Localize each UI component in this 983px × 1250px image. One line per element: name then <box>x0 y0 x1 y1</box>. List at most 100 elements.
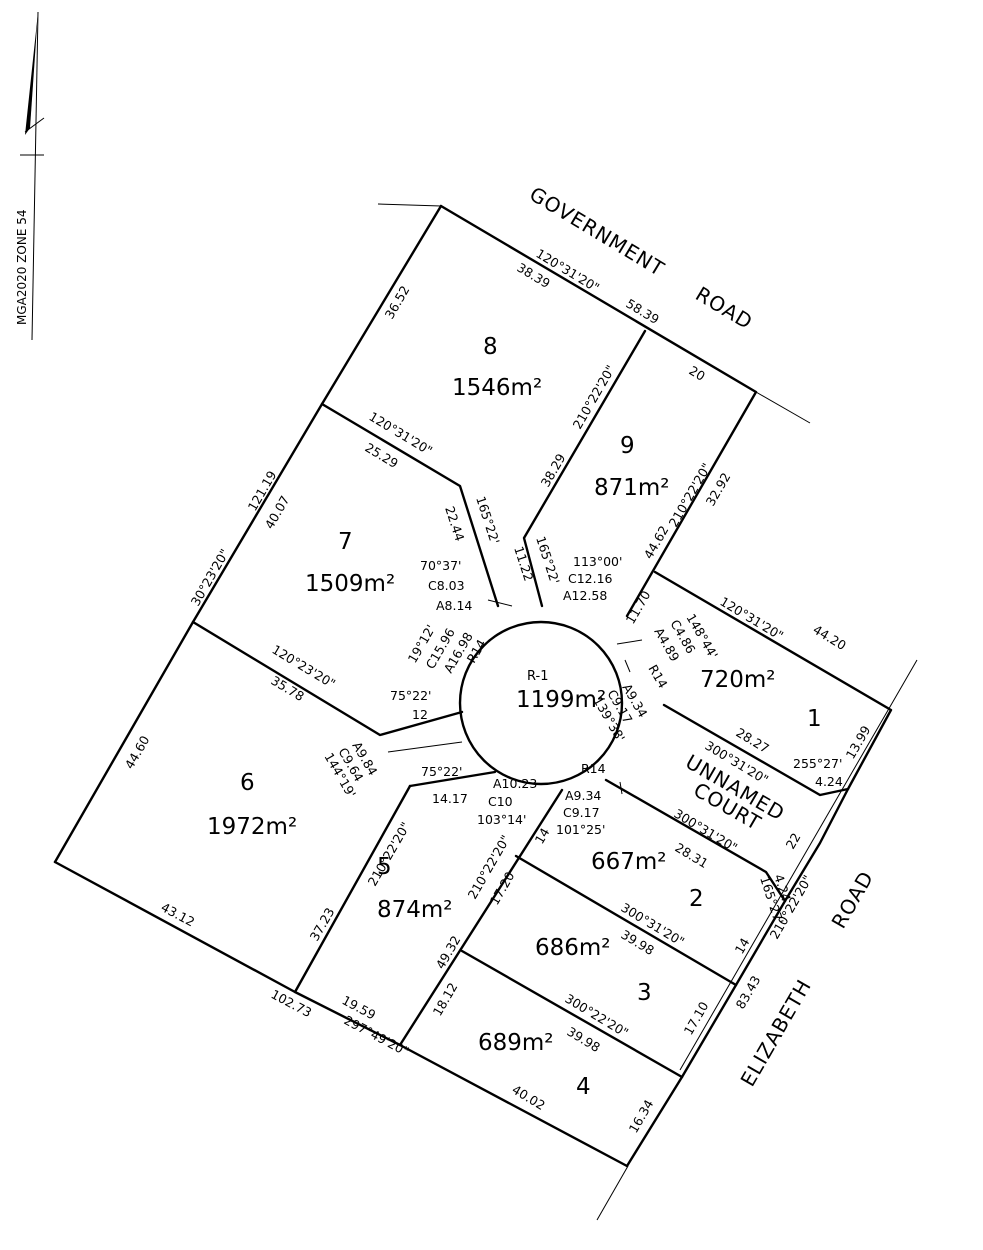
lot8-west-dist: 36.52 <box>382 283 413 322</box>
lot-1-area: 720m² <box>700 667 776 693</box>
lot4-east-dist: 16.34 <box>626 1097 657 1136</box>
lot-7-8-boundary <box>320 402 500 608</box>
lot1-corner-bearing: 255°27' <box>793 756 842 771</box>
west-bearing: 30°23'20" <box>188 546 233 608</box>
arc2-chord: C9.17 <box>563 805 600 820</box>
arc7-arc: A8.14 <box>436 598 472 613</box>
radius-label-1: R14 <box>645 662 670 691</box>
gov-dist-20: 20 <box>686 363 707 384</box>
lot5-6-angle: 75°22' <box>421 764 463 779</box>
lot1-north-dist: 44.20 <box>810 622 848 653</box>
government-road-suffix: ROAD <box>691 282 757 335</box>
lot5-north-dist: 14.17 <box>432 791 468 806</box>
lot1-corner-dist: 4.24 <box>815 774 843 789</box>
lot-3-area: 686m² <box>535 935 611 961</box>
lot-7-area: 1509m² <box>305 571 395 597</box>
lot2-north-dist: 28.31 <box>672 840 710 871</box>
government-road-west-line <box>377 203 442 207</box>
reserve-number: R-1 <box>527 669 548 684</box>
elizabeth-road-boundary <box>625 787 850 1168</box>
arc5-chord: C10 <box>488 794 513 809</box>
south-boundary <box>53 860 629 1168</box>
lot8-9-bearing: 210°22'20" <box>570 362 619 431</box>
elizabeth-total: 83.43 <box>733 973 764 1012</box>
lot-1-boundary <box>653 570 893 797</box>
lot-5-east-boundary <box>398 788 564 1047</box>
lot4-5-dist: 18.12 <box>430 980 461 1019</box>
lot-1-number: 1 <box>807 706 822 732</box>
lot-7-number: 7 <box>338 529 353 555</box>
south-43-12: 43.12 <box>159 899 198 929</box>
datum-label: MGA2020 ZONE 54 <box>15 209 29 325</box>
elizabeth-14: 14 <box>732 935 753 956</box>
lot-9-north-east-boundary <box>439 204 758 618</box>
lot-2-3-boundary <box>514 854 738 987</box>
lot9-1-dist: 11.70 <box>623 588 654 627</box>
south-bearing: 297°49'20" <box>342 1012 412 1059</box>
lot3-east-dist: 17.10 <box>681 999 712 1038</box>
reserve-area: 1199m² <box>516 687 606 713</box>
lot-6-number: 6 <box>240 770 255 796</box>
lot-6-7-boundary <box>191 620 464 737</box>
north-arrow-tick <box>24 117 45 133</box>
lot-5-6-boundary <box>293 784 412 994</box>
lot-4-area: 689m² <box>478 1030 554 1056</box>
lot-8-9-boundary <box>522 329 647 608</box>
lot7-top-dist: 25.29 <box>362 440 400 471</box>
arc2-arc: A9.34 <box>565 788 601 803</box>
radius-label-3: R14 <box>581 761 606 776</box>
government-road-east-line <box>755 391 811 424</box>
elizabeth-road-south-line <box>596 1165 629 1221</box>
north-arrow-head <box>25 12 38 135</box>
lot-9-area: 871m² <box>594 475 670 501</box>
lot7-8-dist: 22.44 <box>442 504 467 543</box>
cul-de-sac-circle <box>458 620 624 786</box>
lot-2-north-boundary <box>604 778 787 903</box>
court-width-22: 22 <box>783 830 804 851</box>
arc9-chord: C12.16 <box>568 571 613 586</box>
lot4-south-dist: 40.02 <box>509 1082 547 1113</box>
lot6-7-dist: 35.78 <box>268 673 306 704</box>
lot5-2-dist: 14 <box>532 825 553 846</box>
lot-2-area: 667m² <box>591 849 667 875</box>
r14-tick-1 <box>624 659 631 673</box>
lot9-south-dist: 44.62 <box>641 523 672 562</box>
arc7-chord: C8.03 <box>428 578 465 593</box>
lot-boundaries <box>53 204 893 1168</box>
arc5-arc: A10.23 <box>493 776 537 791</box>
gov-dist-58-39: 58.39 <box>623 296 661 327</box>
lot-4-number: 4 <box>576 1074 591 1100</box>
arc6-leader <box>387 741 463 753</box>
r14-tick-2 <box>619 781 623 795</box>
arc1-leader <box>616 639 643 645</box>
lot1-east-dist: 13.99 <box>843 723 874 762</box>
elizabeth-road-far-line <box>679 659 918 1071</box>
lot-8-number: 8 <box>483 334 498 360</box>
lot89-short-dist: 11.22 <box>511 544 536 583</box>
lot6-7-short: 12 <box>412 707 428 722</box>
lot-5-area: 874m² <box>377 897 453 923</box>
arc5-angle: 103°14' <box>477 812 526 827</box>
west-boundary <box>53 204 443 864</box>
lot-8-area: 1546m² <box>452 375 542 401</box>
arc9-arc: A12.58 <box>563 588 607 603</box>
lot1-sw-dist: 28.27 <box>733 725 771 756</box>
elizabeth-road-suffix: ROAD <box>827 866 879 932</box>
lot6-7-angle: 75°22' <box>390 688 432 703</box>
lot-3-4-boundary <box>460 949 684 1079</box>
south-total: 102.73 <box>269 986 315 1020</box>
leader-lines <box>387 599 643 795</box>
north-arrow: MGA2020 ZONE 54 <box>15 11 45 341</box>
lot-2-number: 2 <box>689 886 704 912</box>
lot89-short-bearing: 165°22' <box>533 534 563 586</box>
arc7-angle: 70°37' <box>420 558 462 573</box>
lot-5-number: 5 <box>377 854 392 880</box>
lot-3-number: 3 <box>637 980 652 1006</box>
lot-5-6-north-boundary <box>408 770 497 788</box>
lot-labels: 1 720m² 2 667m² 3 686m² 4 689m² 5 874m² … <box>207 334 822 1100</box>
lot-9-number: 9 <box>620 433 635 459</box>
arc2-angle: 101°25' <box>556 822 605 837</box>
arc9-angle: 113°00' <box>573 554 622 569</box>
north-arrow-shaft <box>31 11 39 341</box>
